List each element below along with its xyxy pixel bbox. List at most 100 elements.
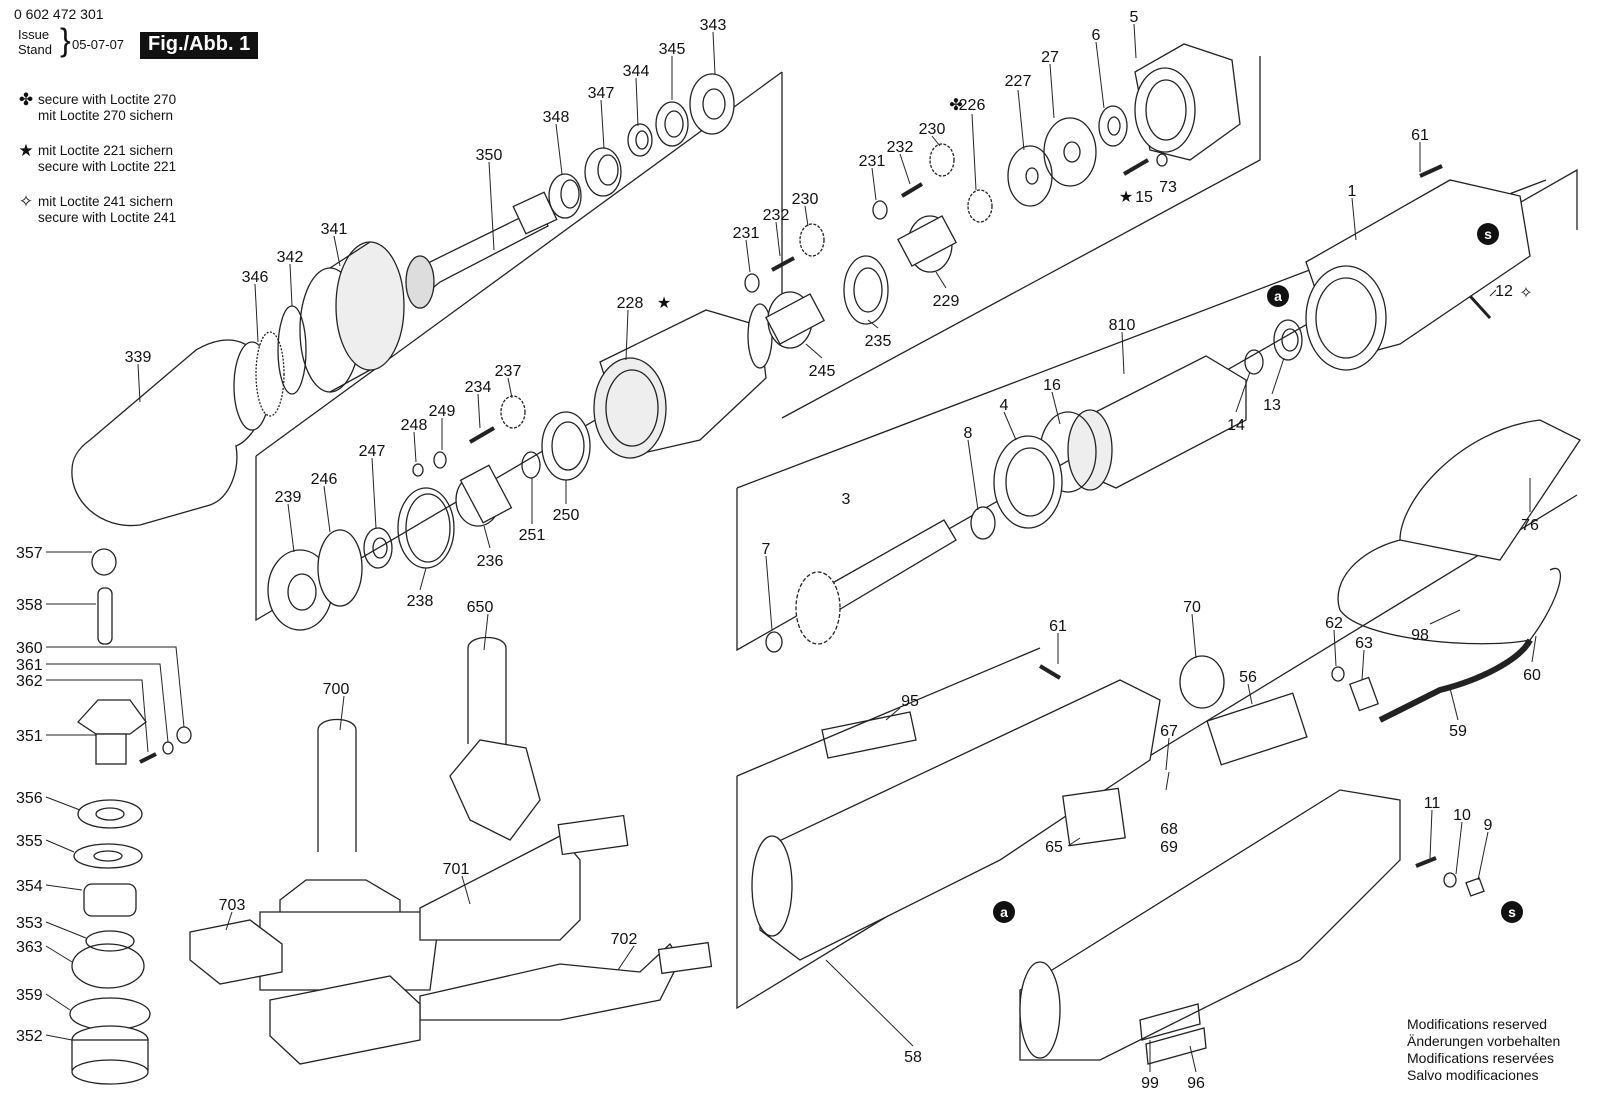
callout-362: 362 xyxy=(16,673,43,690)
mods-line: Salvo modificaciones xyxy=(1407,1067,1539,1083)
spindle-350 xyxy=(405,191,558,309)
armature-810 xyxy=(1067,355,1247,491)
small-pin-362 xyxy=(139,752,157,764)
callout-15: 15 xyxy=(1135,189,1153,206)
legend-line: mit Loctite 270 sichern xyxy=(38,108,174,123)
callout-59: 59 xyxy=(1449,723,1467,740)
pin-232a xyxy=(900,182,924,198)
thrust-bearing-356 xyxy=(77,799,143,829)
callout-238: 238 xyxy=(407,593,434,610)
callout-4: 4 xyxy=(1000,397,1009,414)
issue-stand-labels: Issue Stand xyxy=(18,27,52,57)
housing-half-lower xyxy=(1019,789,1401,1061)
connection-markers: s s a a xyxy=(993,223,1523,923)
washer-27 xyxy=(1043,117,1097,187)
stand-label: Stand xyxy=(18,42,52,57)
callout-235: 235 xyxy=(865,333,892,350)
bevel-gear-351 xyxy=(77,699,147,765)
plate-703b xyxy=(269,975,421,1065)
callout-12: 12 xyxy=(1495,283,1513,300)
callout-14: 14 xyxy=(1227,417,1245,434)
bearing-347 xyxy=(584,147,622,197)
clamp-63 xyxy=(1348,676,1380,712)
callout-232-lower: 232 xyxy=(763,207,790,224)
marker-s-lower-label: s xyxy=(1508,904,1516,920)
callout-labels: 343 345 344 347 348 350 341 342 346 339 … xyxy=(16,9,1541,1092)
star-icon: ★ xyxy=(1119,189,1133,206)
pin-358 xyxy=(97,587,113,645)
callout-27: 27 xyxy=(1041,49,1059,66)
part-number: 0 602 472 301 xyxy=(14,6,104,22)
carrier-245 xyxy=(765,291,825,349)
callout-67: 67 xyxy=(1160,723,1178,740)
callout-350: 350 xyxy=(476,147,503,164)
callout-356: 356 xyxy=(16,790,43,807)
annotation-symbols: ✤ ★ ★ ✧ xyxy=(657,97,1533,312)
issue-label: Issue xyxy=(18,27,50,42)
callout-360: 360 xyxy=(16,640,43,657)
callout-73: 73 xyxy=(1159,179,1177,196)
callout-6: 6 xyxy=(1092,27,1101,44)
marker-s-upper xyxy=(1477,223,1499,245)
callout-62: 62 xyxy=(1325,615,1343,632)
washer-355 xyxy=(73,843,143,869)
marker-a-upper xyxy=(1267,285,1289,307)
callout-344: 344 xyxy=(623,63,650,80)
leader-lines xyxy=(45,23,1537,1073)
baffle-4 xyxy=(993,435,1063,529)
callout-69: 69 xyxy=(1160,839,1178,856)
callout-9: 9 xyxy=(1484,817,1493,834)
brace-glyph: } xyxy=(60,22,71,58)
callout-352: 352 xyxy=(16,1028,43,1045)
ring-246 xyxy=(317,529,363,607)
callout-228: 228 xyxy=(617,295,644,312)
switch-65 xyxy=(1062,787,1126,847)
block-703 xyxy=(189,919,283,985)
callout-361: 361 xyxy=(16,657,43,674)
marker-s-lower xyxy=(1501,901,1523,923)
screw-12 xyxy=(1468,294,1492,320)
needle-231b xyxy=(744,273,760,293)
label-96 xyxy=(1145,1027,1207,1065)
callout-13: 13 xyxy=(1263,397,1281,414)
callout-343: 343 xyxy=(700,17,727,34)
washer-10 xyxy=(1443,872,1457,888)
four-point-star-icon: ✧ xyxy=(18,192,34,211)
ring-359 xyxy=(69,997,151,1031)
washer-14 xyxy=(1244,349,1264,375)
callout-339: 339 xyxy=(125,349,152,366)
callout-95: 95 xyxy=(901,693,919,710)
frame-housing-top xyxy=(736,647,1041,777)
callout-650: 650 xyxy=(467,599,494,616)
callout-239: 239 xyxy=(275,489,302,506)
four-point-star-icon: ✧ xyxy=(1519,285,1532,302)
callout-236: 236 xyxy=(477,553,504,570)
legend-line: secure with Loctite 241 xyxy=(38,210,177,225)
small-pin-360 xyxy=(176,726,192,744)
callout-7: 7 xyxy=(762,541,771,558)
washer-227 xyxy=(1007,145,1053,207)
issue-date: 05-07-07 xyxy=(72,37,125,52)
callout-348: 348 xyxy=(543,109,570,126)
callout-355: 355 xyxy=(16,833,43,850)
callout-230-upper: 230 xyxy=(919,121,946,138)
callout-99: 99 xyxy=(1141,1075,1159,1092)
ring-13 xyxy=(1273,319,1303,361)
needle-249 xyxy=(433,451,447,469)
callout-341: 341 xyxy=(321,221,348,238)
callout-702: 702 xyxy=(611,931,638,948)
ring-251 xyxy=(521,451,541,479)
callout-1: 1 xyxy=(1348,183,1357,200)
callout-247: 247 xyxy=(359,443,386,460)
marker-s-upper-label: s xyxy=(1484,226,1492,242)
callout-234: 234 xyxy=(465,379,492,396)
callout-58: 58 xyxy=(904,1049,922,1066)
frame-gear-head xyxy=(255,72,783,622)
callout-229: 229 xyxy=(933,293,960,310)
ring-238 xyxy=(397,487,455,569)
needle-231a xyxy=(872,200,888,220)
sun-gear-226 xyxy=(967,189,993,223)
pin-234 xyxy=(468,426,496,444)
